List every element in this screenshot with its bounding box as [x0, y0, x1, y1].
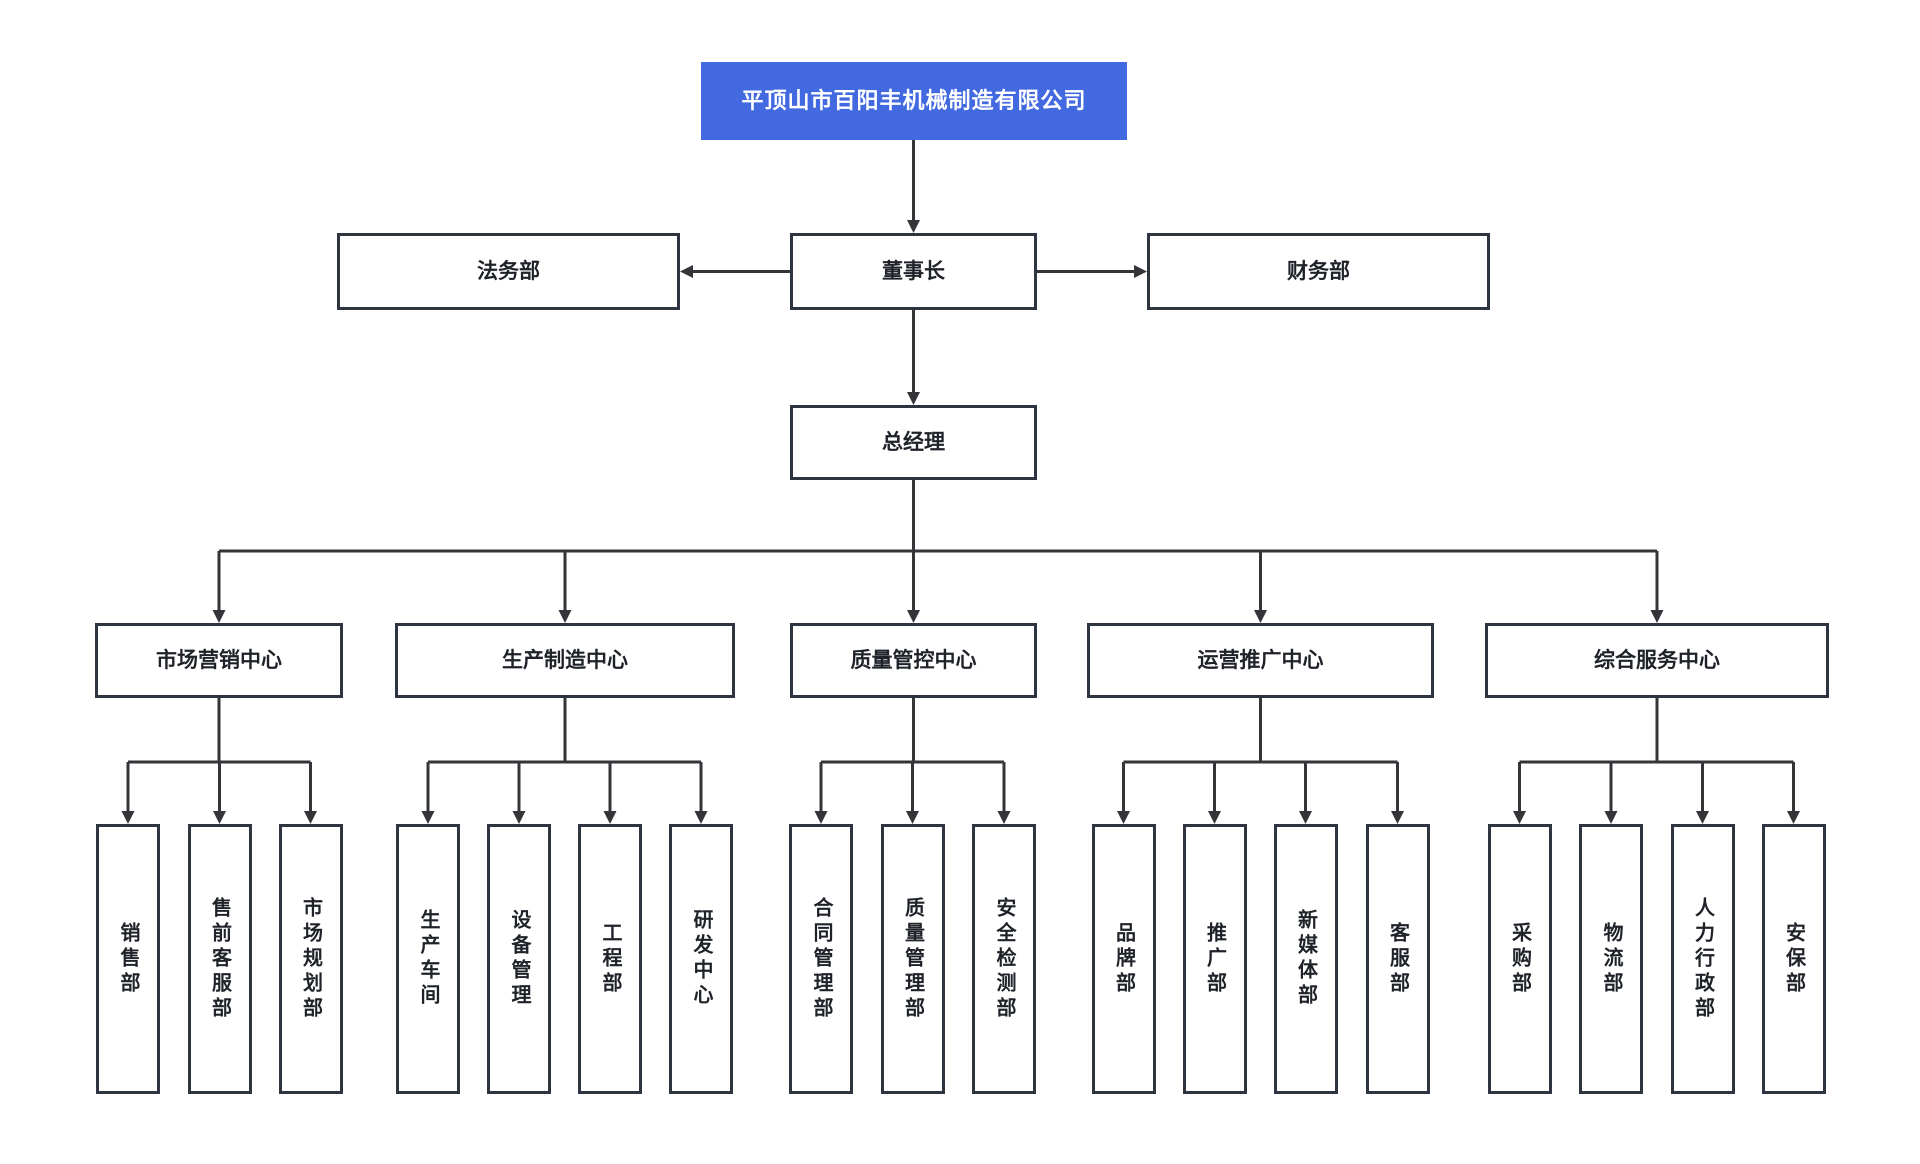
company-name: 平顶山市百阳丰机械制造有限公司 — [741, 87, 1087, 113]
arrowhead-icon — [694, 811, 708, 824]
arrowhead-icon — [1134, 265, 1147, 278]
dept-label: 新媒体部 — [1294, 909, 1317, 1009]
dept-label: 售前客服部 — [208, 896, 231, 1022]
dept-box[interactable]: 安全检测部 — [972, 824, 1036, 1094]
arrowhead-icon — [1787, 811, 1800, 824]
dept-label: 人力行政部 — [1691, 896, 1714, 1022]
center-label: 市场营销中心 — [156, 648, 282, 672]
legal-dept-label: 法务部 — [477, 259, 540, 283]
dept-box[interactable]: 物流部 — [1579, 824, 1643, 1094]
center-label: 综合服务中心 — [1594, 648, 1720, 672]
arrowhead-icon — [1696, 811, 1709, 824]
dept-label: 生产车间 — [417, 909, 439, 1009]
dept-box[interactable]: 客服部 — [1365, 824, 1430, 1094]
dept-box[interactable]: 品牌部 — [1091, 824, 1156, 1094]
dept-box[interactable]: 研发中心 — [669, 824, 733, 1094]
arrowhead-icon — [997, 811, 1011, 824]
dept-box[interactable]: 生产车间 — [396, 824, 460, 1094]
general-manager-box[interactable]: 总经理 — [790, 405, 1037, 480]
arrowhead-icon — [212, 610, 226, 623]
company-box[interactable]: 平顶山市百阳丰机械制造有限公司 — [701, 62, 1127, 140]
arrowhead-icon — [1391, 811, 1404, 824]
dept-box[interactable]: 市场规划部 — [278, 824, 343, 1094]
dept-label: 推广部 — [1203, 921, 1226, 997]
finance-dept-label: 财务部 — [1287, 259, 1350, 283]
center-label: 质量管控中心 — [850, 648, 977, 672]
dept-box[interactable]: 销售部 — [96, 824, 160, 1094]
dept-label: 市场规划部 — [299, 896, 322, 1022]
quality-center-box[interactable]: 质量管控中心 — [790, 623, 1037, 698]
arrowhead-icon — [1513, 811, 1526, 824]
chairman-box[interactable]: 董事长 — [790, 233, 1037, 310]
arrowhead-icon — [1604, 811, 1618, 824]
dept-label: 设备管理 — [508, 909, 530, 1009]
dept-box[interactable]: 人力行政部 — [1670, 824, 1735, 1094]
arrowhead-icon — [512, 811, 526, 824]
dept-box[interactable]: 工程部 — [578, 824, 642, 1094]
dept-label: 合同管理部 — [810, 896, 832, 1022]
dept-box[interactable]: 设备管理 — [487, 824, 551, 1094]
dept-label: 销售部 — [117, 921, 139, 997]
dept-label: 安全检测部 — [993, 896, 1015, 1022]
legal-dept-box[interactable]: 法务部 — [337, 233, 680, 310]
dept-box[interactable]: 采购部 — [1487, 824, 1552, 1094]
arrowhead-icon — [1650, 610, 1664, 623]
dept-box[interactable]: 售前客服部 — [187, 824, 252, 1094]
arrowhead-icon — [121, 811, 135, 824]
arrowhead-icon — [213, 811, 226, 824]
services-center-box[interactable]: 综合服务中心 — [1485, 623, 1829, 698]
arrowhead-icon — [558, 610, 572, 623]
dept-label: 工程部 — [599, 921, 621, 997]
dept-label: 研发中心 — [690, 909, 712, 1009]
general-manager-label: 总经理 — [882, 430, 945, 454]
dept-box[interactable]: 合同管理部 — [789, 824, 853, 1094]
chairman-label: 董事长 — [882, 259, 945, 283]
arrowhead-icon — [1254, 610, 1267, 623]
dept-label: 客服部 — [1386, 921, 1409, 997]
arrowhead-icon — [907, 610, 920, 623]
dept-box[interactable]: 安保部 — [1761, 824, 1826, 1094]
arrowhead-icon — [907, 392, 920, 405]
dept-box[interactable]: 推广部 — [1182, 824, 1247, 1094]
arrowhead-icon — [1299, 811, 1312, 824]
arrowhead-icon — [1117, 811, 1130, 824]
arrowhead-icon — [421, 811, 435, 824]
arrowhead-icon — [680, 265, 693, 278]
dept-label: 物流部 — [1600, 921, 1622, 997]
arrowhead-icon — [1208, 811, 1221, 824]
arrowhead-icon — [304, 811, 317, 824]
marketing-center-box[interactable]: 市场营销中心 — [95, 623, 343, 698]
arrowhead-icon — [814, 811, 828, 824]
arrowhead-icon — [907, 220, 920, 233]
center-label: 生产制造中心 — [502, 648, 628, 672]
dept-label: 质量管理部 — [901, 896, 924, 1022]
dept-box[interactable]: 新媒体部 — [1273, 824, 1338, 1094]
dept-label: 安保部 — [1782, 921, 1805, 997]
finance-dept-box[interactable]: 财务部 — [1147, 233, 1490, 310]
center-label: 运营推广中心 — [1197, 648, 1324, 672]
production-center-box[interactable]: 生产制造中心 — [395, 623, 735, 698]
dept-box[interactable]: 质量管理部 — [880, 824, 945, 1094]
arrowhead-icon — [906, 811, 919, 824]
dept-label: 采购部 — [1508, 921, 1531, 997]
dept-label: 品牌部 — [1112, 921, 1135, 997]
arrowhead-icon — [603, 811, 617, 824]
operations-center-box[interactable]: 运营推广中心 — [1087, 623, 1434, 698]
